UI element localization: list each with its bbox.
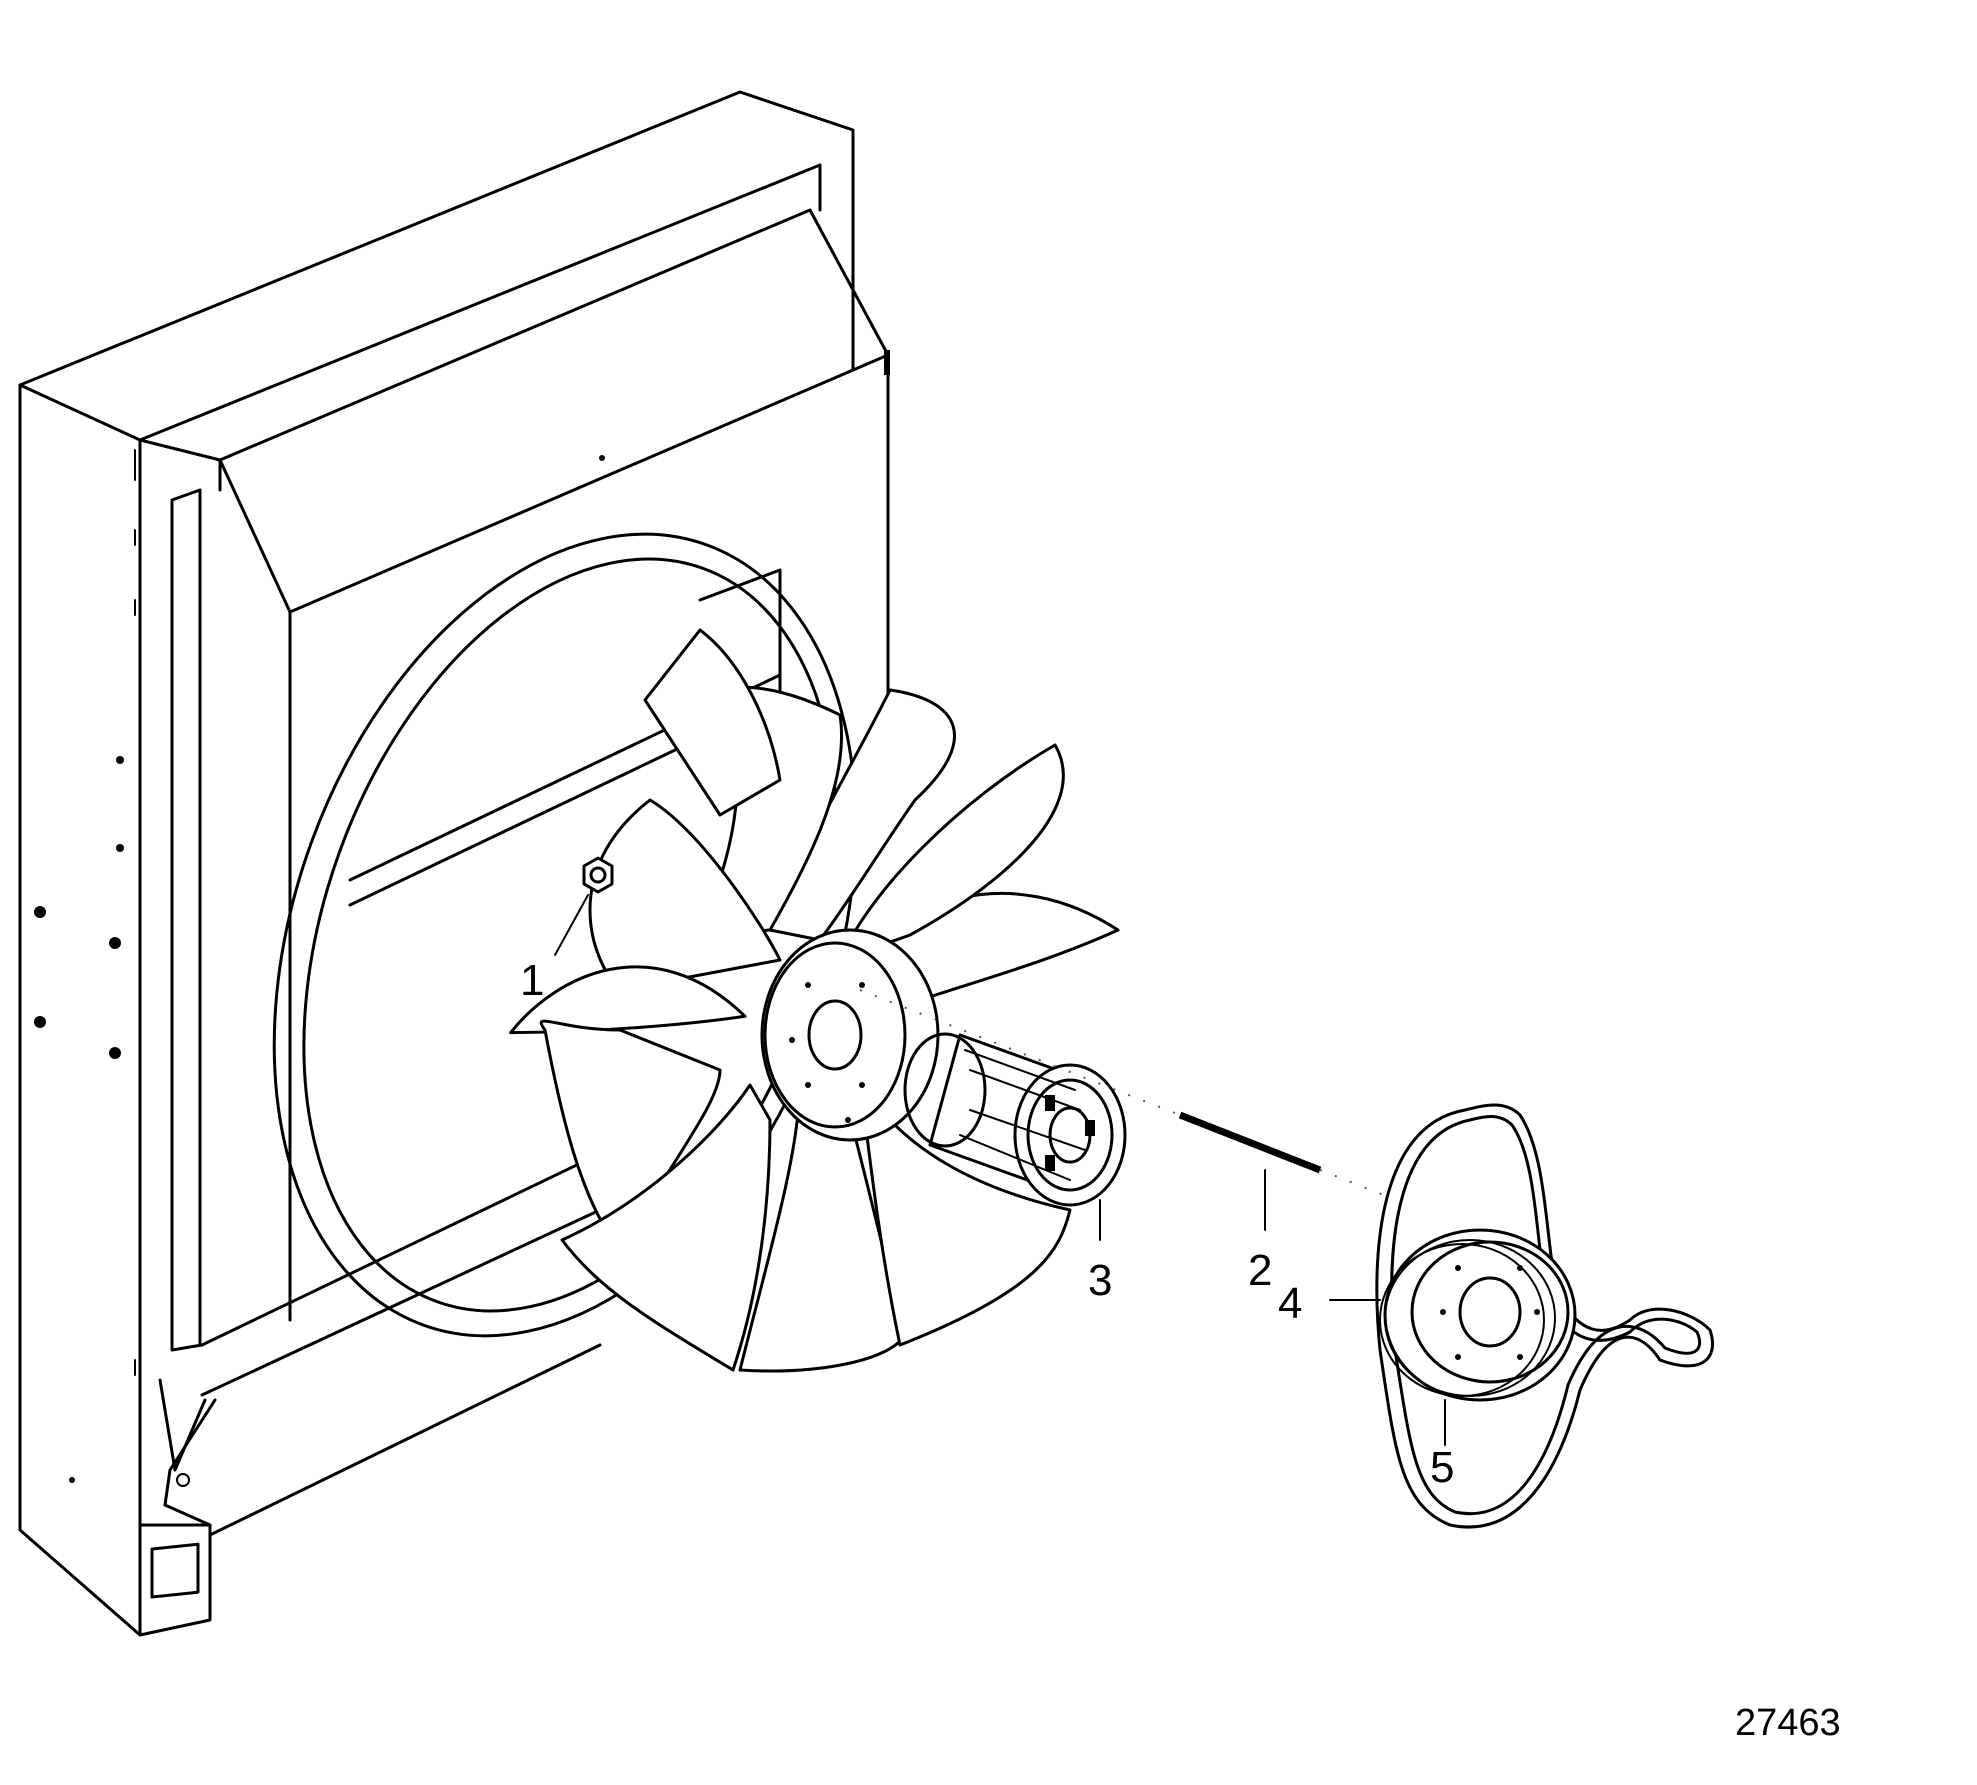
radiator-shroud	[18, 90, 892, 1637]
callout-5-label: 5	[1430, 1443, 1454, 1492]
spacer-part	[903, 1032, 1127, 1207]
callout-4-label: 4	[1278, 1279, 1302, 1328]
figure-number: 27463	[1735, 1702, 1841, 1744]
pulley-part	[1379, 1228, 1577, 1402]
callout-3-label: 3	[1088, 1256, 1112, 1305]
stud-part	[859, 989, 1461, 1226]
fan-assembly	[509, 628, 1120, 1373]
nut-part	[582, 856, 614, 894]
callout-2-label: 2	[1248, 1246, 1272, 1295]
callout-1-label: 1	[520, 956, 544, 1005]
leader-lines	[554, 894, 1446, 1446]
